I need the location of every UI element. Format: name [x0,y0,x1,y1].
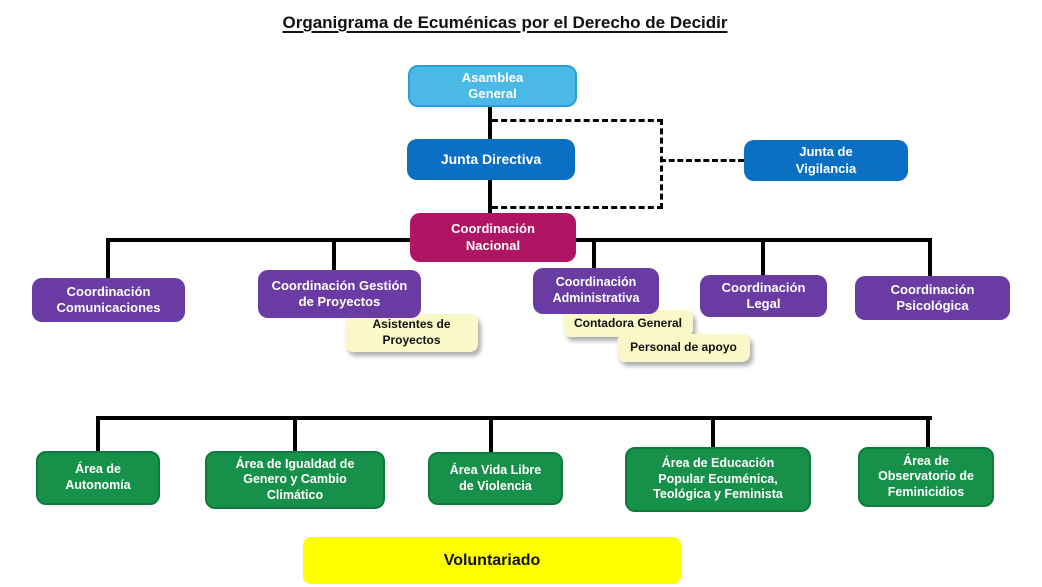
org-node-area-vida-libre: Área Vida Libre de Violencia [428,452,563,505]
org-node-coordinacion-comunicaciones: Coordinación Comunicaciones [32,278,185,322]
connector-dashed-loop [492,119,663,209]
connector-asamblea-directiva [488,103,492,143]
connector-drop-psicologica [928,238,932,278]
connector-areas-bar [96,416,932,420]
org-node-coordinacion-legal: Coordinación Legal [700,275,827,317]
org-node-voluntariado: Voluntariado [303,537,681,584]
org-node-junta-vigilancia: Junta de Vigilancia [744,140,908,181]
connector-drop-comunicaciones [106,238,110,280]
diagram-title: Organigrama de Ecuménicas por el Derecho… [282,13,728,32]
org-node-coordinacion-psicologica: Coordinación Psicológica [855,276,1010,320]
connector-drop-observatorio [926,416,930,449]
connector-drop-gestion [332,238,336,272]
org-node-area-autonomia: Área de Autonomía [36,451,160,505]
org-node-asamblea-general: Asamblea General [408,65,577,107]
connector-directiva-nacional [488,177,492,217]
org-node-coordinacion-administrativa: Coordinación Administrativa [533,268,659,314]
note-personal-apoyo: Personal de apoyo [617,334,750,362]
connector-drop-educacion [711,416,715,449]
org-node-coordinacion-nacional: Coordinación Nacional [410,213,576,262]
org-node-area-educacion: Área de Educación Popular Ecuménica, Teo… [625,447,811,512]
org-node-area-igualdad: Área de Igualdad de Genero y Cambio Clim… [205,451,385,509]
note-contadora-general: Contadora General [563,310,693,337]
connector-drop-administrativa [592,238,596,270]
org-node-junta-directiva: Junta Directiva [407,139,575,180]
connector-dashed-vigilancia [660,159,744,162]
connector-drop-vida-libre [489,416,493,454]
note-asistentes-proyectos: Asistentes de Proyectos [345,314,478,352]
org-node-area-observatorio: Área de Observatorio de Feminicidios [858,447,994,507]
connector-drop-igualdad [293,416,297,453]
connector-drop-autonomia [96,416,100,453]
org-node-coordinacion-gestion-proyectos: Coordinación Gestión de Proyectos [258,270,421,318]
connector-drop-legal [761,238,765,277]
